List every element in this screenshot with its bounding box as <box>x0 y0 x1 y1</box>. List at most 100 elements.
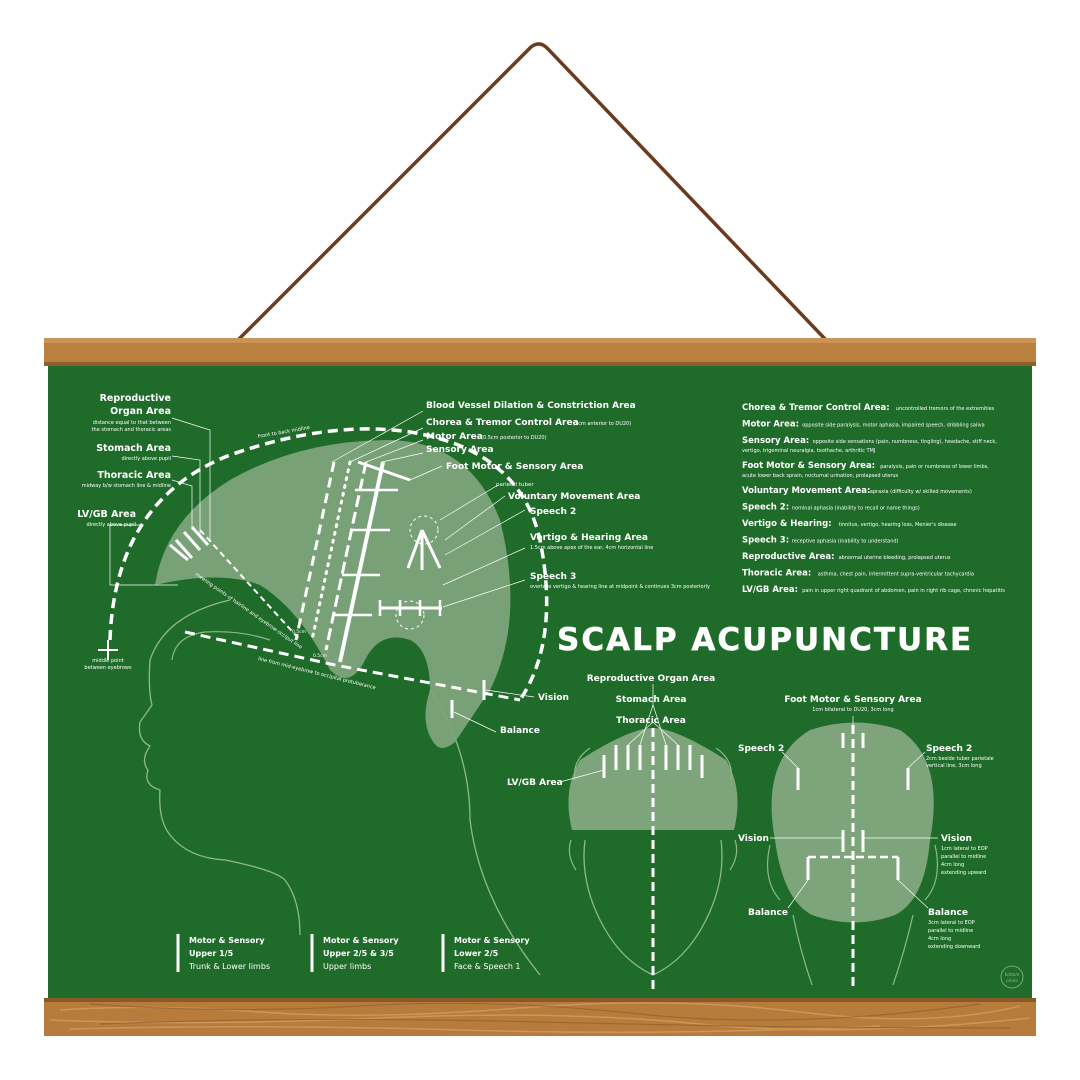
head-dashed-outline <box>108 427 549 701</box>
label-vertigo: Vertigo & Hearing Area <box>530 533 648 543</box>
label-voluntary: Voluntary Movement Area <box>508 492 640 502</box>
label-stomach: Stomach Area <box>96 443 171 454</box>
eyebrow-occiput-line <box>184 630 521 702</box>
voluntary-movement-mark[interactable] <box>406 529 442 570</box>
legend-item: Motor Area:opposite side paralysis, moto… <box>742 420 985 430</box>
legend-item-desc: paralysis, pain or numbness of lower lim… <box>880 464 989 470</box>
svg-text:Motor & Sensory: Motor & Sensory <box>189 936 265 945</box>
legend-item-name: Voluntary Movement Area: <box>742 486 870 496</box>
svg-text:(0.5cm posterior to DU20): (0.5cm posterior to DU20) <box>481 435 547 441</box>
label-speech2: Speech 2 <box>530 507 576 517</box>
front-label-lvgb: LV/GB Area <box>507 778 563 788</box>
label-balance: Balance <box>500 726 540 736</box>
front-head: Reproductive Organ Area Stomach Area Tho… <box>507 674 738 990</box>
svg-text:4cm long: 4cm long <box>941 862 964 868</box>
svg-text:prints: prints <box>1006 978 1017 983</box>
eyebrow-shape <box>171 631 271 661</box>
chorea-line[interactable] <box>310 460 352 642</box>
svg-text:Motor & Sensory: Motor & Sensory <box>454 936 530 945</box>
svg-text:Motor & Sensory: Motor & Sensory <box>323 936 399 945</box>
legend-item-name: Sensory Area: <box>742 436 809 446</box>
legend-item-desc: asthma, chest pain, intermittent supra-v… <box>818 572 974 578</box>
legend-item-name: Chorea & Tremor Control Area: <box>742 403 890 413</box>
svg-text:1.5cm above apex of the ear, 4: 1.5cm above apex of the ear, 4cm horizon… <box>530 545 653 551</box>
svg-text:vertical line, 3cm long: vertical line, 3cm long <box>926 763 982 769</box>
svg-text:midway b/w stomach line & midl: midway b/w stomach line & midline <box>82 483 171 489</box>
legend-list: Chorea & Tremor Control Area:uncontrolle… <box>742 403 1005 595</box>
blood-vessel-line[interactable] <box>294 461 336 641</box>
label-sensory: Sensory Area <box>426 445 494 455</box>
label-thoracic: Thoracic Area <box>97 470 171 481</box>
side-head <box>98 410 549 976</box>
back-label-foot-motor: Foot Motor & Sensory Area <box>784 695 921 705</box>
svg-text:directly above pupil: directly above pupil <box>87 522 136 528</box>
svg-text:parietal tuber: parietal tuber <box>496 482 534 488</box>
sensory-line[interactable] <box>324 461 368 651</box>
scalp-silhouette <box>155 440 511 749</box>
legend-item-desc-2: vertigo, trigeminal neuralgia, toothache… <box>742 448 875 454</box>
front-area-ticks[interactable] <box>169 526 210 562</box>
legend-item-name: LV/GB Area: <box>742 585 798 595</box>
label-chorea: Chorea & Tremor Control Area <box>426 418 579 428</box>
legend-item: Speech 3:receptive aphasia (inability to… <box>742 536 899 546</box>
legend-item: Thoracic Area: asthma, chest pain, interm… <box>742 569 974 579</box>
back-label-vision-left: Vision <box>738 834 769 844</box>
svg-text:Face & Speech 1: Face & Speech 1 <box>454 962 521 971</box>
legend-item-desc: tinnitus, vertigo, hearing loss, Menier'… <box>839 522 957 528</box>
motor-division-3: Motor & Sensory Lower 2/5 Face & Speech … <box>441 934 530 972</box>
svg-text:(1cm anterior to DU20): (1cm anterior to DU20) <box>573 421 631 427</box>
label-motor: Motor Area <box>426 432 483 442</box>
svg-text:0.5cm: 0.5cm <box>292 629 306 635</box>
legend-item-desc: abnormal uterine bleeding, prolapsed ute… <box>839 555 951 561</box>
label-reproductive: Reproductive <box>100 393 171 404</box>
front-label-thoracic: Thoracic Area <box>616 716 686 726</box>
svg-text:4cm long: 4cm long <box>928 936 951 942</box>
back-label-speech2-left: Speech 2 <box>738 744 784 754</box>
svg-text:directly above pupil: directly above pupil <box>122 456 171 462</box>
front-label-stomach: Stomach Area <box>616 695 687 705</box>
svg-text:Lower 2/5: Lower 2/5 <box>454 949 499 958</box>
back-label-balance-right: Balance <box>928 908 968 918</box>
motor-division-1: Motor & Sensory Upper 1/5 Trunk & Lower … <box>176 934 270 972</box>
svg-text:1cm bilateral to DU20, 3cm lon: 1cm bilateral to DU20, 3cm long <box>812 707 893 713</box>
back-label-balance-left: Balance <box>748 908 788 918</box>
legend-item-name: Speech 2: <box>742 503 789 513</box>
label-reproductive-2: Organ Area <box>110 406 171 417</box>
svg-text:0.5cm: 0.5cm <box>313 653 327 659</box>
svg-text:middle point: middle point <box>92 658 123 664</box>
legend-item-name: Thoracic Area: <box>742 569 811 579</box>
legend-item-desc: receptive aphasia (inability to understa… <box>792 539 899 545</box>
svg-text:parallel to midline: parallel to midline <box>941 854 986 860</box>
label-foot-motor: Foot Motor & Sensory Area <box>446 462 583 472</box>
svg-text:the stomach and thoracic areas: the stomach and thoracic areas <box>92 427 172 433</box>
front-label-reproductive: Reproductive Organ Area <box>587 674 716 684</box>
legend-item: Sensory Area:opposite side sensations (p… <box>742 436 997 454</box>
svg-text:2cm beside tuber parietale: 2cm beside tuber parietale <box>926 756 994 762</box>
legend-item: Foot Motor & Sensory Area: paralysis, pai… <box>742 461 989 479</box>
svg-text:between eyebrows: between eyebrows <box>84 665 132 671</box>
legend-item-name: Foot Motor & Sensory Area: <box>742 461 875 471</box>
legend-item: Reproductive Area:abnormal uterine bleed… <box>742 552 951 562</box>
svg-text:1cm lateral to EOP: 1cm lateral to EOP <box>941 846 988 852</box>
legend-item: Voluntary Movement Area:apraxia (difficu… <box>742 486 972 496</box>
bottom-wood-rail <box>44 998 1036 1036</box>
foot-motor-line[interactable] <box>357 460 411 482</box>
legend-item-name: Speech 3: <box>742 536 789 546</box>
legend-item-desc: nominal aphasia (inability to recall or … <box>792 506 920 512</box>
svg-text:parallel to midline: parallel to midline <box>928 928 973 934</box>
svg-text:bottom: bottom <box>1005 972 1020 977</box>
legend-item-desc: apraxia (difficulty w/ skilled movements… <box>870 489 972 495</box>
legend-item: Vertigo & Hearing:tinnitus, vertigo, hea… <box>742 519 957 529</box>
parietal-tuber-circle <box>409 515 439 545</box>
brand-logo: bottom prints <box>1000 965 1024 989</box>
motor-division-ticks <box>334 488 398 617</box>
legend-item: Chorea & Tremor Control Area:uncontrolle… <box>742 403 995 413</box>
svg-text:Upper 2/5 & 3/5: Upper 2/5 & 3/5 <box>323 949 394 958</box>
motor-line[interactable] <box>338 461 385 663</box>
label-blood-vessel: Blood Vessel Dilation & Constriction Are… <box>426 401 636 411</box>
motor-division-2: Motor & Sensory Upper 2/5 & 3/5 Upper li… <box>310 934 399 972</box>
top-wood-rail <box>44 338 1036 366</box>
legend-item: Speech 2:nominal aphasia (inability to r… <box>742 503 920 513</box>
svg-text:extending upward: extending upward <box>941 870 986 876</box>
